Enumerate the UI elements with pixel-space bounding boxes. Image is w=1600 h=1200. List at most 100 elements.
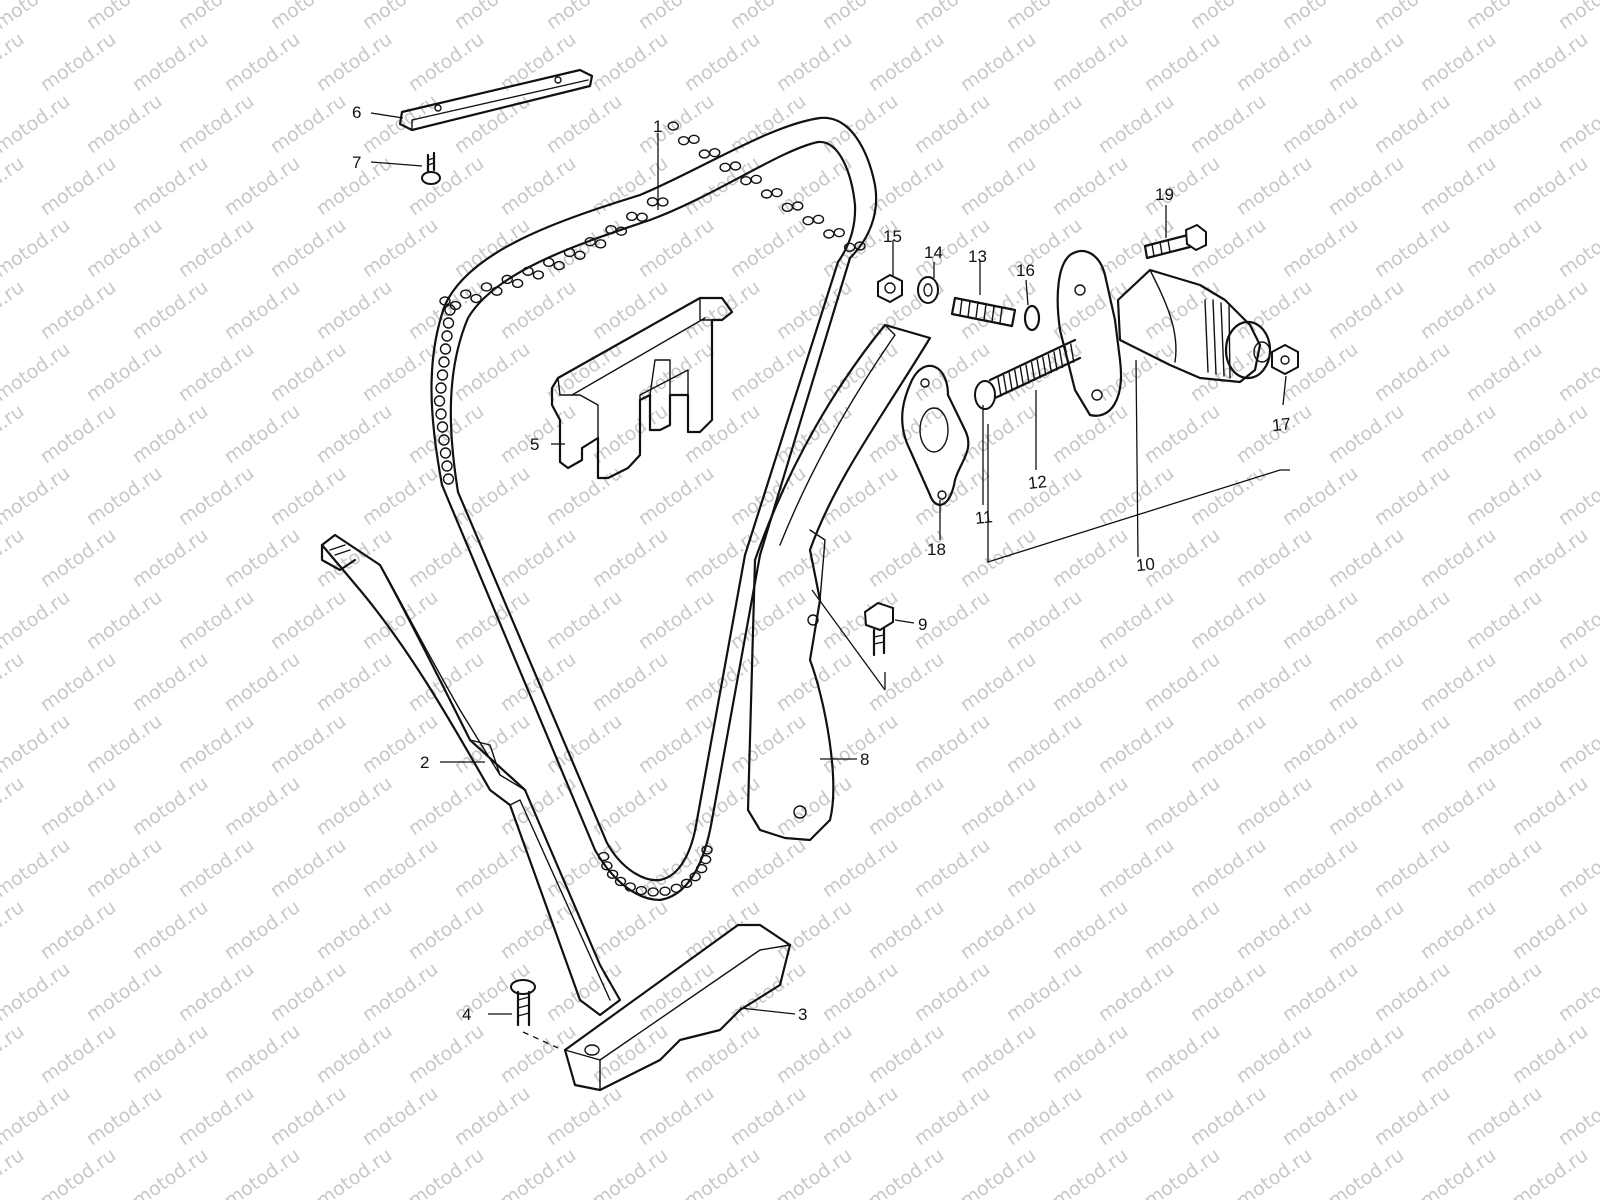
watermark-text: motod.ru xyxy=(772,1144,856,1200)
watermark-text: motod.ru xyxy=(82,214,166,282)
watermark-text: motod.ru xyxy=(1094,710,1178,778)
watermark-text: motod.ru xyxy=(174,462,258,530)
chain-link xyxy=(615,226,628,236)
watermark-text: motod.ru xyxy=(1416,896,1500,964)
watermark-text: motod.ru xyxy=(82,710,166,778)
watermark-text: motod.ru xyxy=(680,1144,764,1200)
watermark-text: motod.ru xyxy=(1278,834,1362,902)
watermark-text: motod.ru xyxy=(1554,214,1600,282)
chain-link xyxy=(439,296,451,306)
watermark-text: motod.ru xyxy=(220,524,304,592)
watermark-text: motod.ru xyxy=(1462,1082,1546,1150)
watermark-text: motod.ru xyxy=(220,896,304,964)
screw-7 xyxy=(421,151,441,185)
watermark-text: motod.ru xyxy=(266,90,350,158)
watermark-text: motod.ru xyxy=(174,90,258,158)
watermark-text: motod.ru xyxy=(818,958,902,1026)
watermark-text: motod.ru xyxy=(1416,524,1500,592)
screw-4 xyxy=(510,979,559,1049)
watermark-text: motod.ru xyxy=(1002,586,1086,654)
tensioner-assembly xyxy=(974,250,1299,563)
watermark-text: motod.ru xyxy=(1232,524,1316,592)
chain-link xyxy=(584,236,596,247)
callout-16: 16 xyxy=(1016,261,1035,280)
spring-coil xyxy=(1070,343,1075,363)
spring-coil xyxy=(1036,359,1041,379)
watermark-text: motod.ru xyxy=(0,462,74,530)
watermark-text: motod.ru xyxy=(1140,648,1224,716)
spring-coil xyxy=(1030,361,1036,382)
watermark-text: motod.ru xyxy=(1048,1020,1132,1088)
chain-link xyxy=(823,229,835,239)
watermark-text: motod.ru xyxy=(128,1144,212,1200)
chain-link xyxy=(606,869,619,879)
chain-link xyxy=(760,189,773,199)
watermark-text: motod.ru xyxy=(1508,772,1592,840)
watermark-text: motod.ru xyxy=(174,0,258,34)
watermark-text: motod.ru xyxy=(82,338,166,406)
watermark-text: motod.ru xyxy=(1140,152,1224,220)
chain-link xyxy=(480,282,493,292)
callout-11: 11 xyxy=(974,507,994,528)
watermark-text: motod.ru xyxy=(496,524,580,592)
watermark-text: motod.ru xyxy=(220,1144,304,1200)
leader-lines xyxy=(370,112,1287,1015)
watermark-text: motod.ru xyxy=(1278,710,1362,778)
chain-link xyxy=(695,863,708,874)
watermark-text: motod.ru xyxy=(1508,524,1592,592)
watermark-text: motod.ru xyxy=(1324,400,1408,468)
watermark-text: motod.ru xyxy=(174,214,258,282)
chain-link xyxy=(647,887,659,897)
watermark-text: motod.ru xyxy=(864,152,948,220)
watermark-text: motod.ru xyxy=(864,400,948,468)
watermark-text: motod.ru xyxy=(404,1020,488,1088)
callout-17: 17 xyxy=(1271,414,1292,435)
watermark-text: motod.ru xyxy=(1186,0,1270,34)
watermark-text: motod.ru xyxy=(82,958,166,1026)
chain-link xyxy=(646,197,659,207)
watermark-text: motod.ru xyxy=(1140,896,1224,964)
chain-link xyxy=(657,197,669,207)
watermark-text: motod.ru xyxy=(864,28,948,96)
watermark-text: motod.ru xyxy=(956,772,1040,840)
watermark-text: motod.ru xyxy=(588,648,672,716)
watermark-text: motod.ru xyxy=(726,214,810,282)
watermark-text: motod.ru xyxy=(0,0,74,34)
watermark-text: motod.ru xyxy=(1462,710,1546,778)
callout-13: 13 xyxy=(968,247,987,266)
watermark-text: motod.ru xyxy=(0,524,28,592)
watermark-text: motod.ru xyxy=(1462,90,1546,158)
watermark-text: motod.ru xyxy=(128,1020,212,1088)
chain-link xyxy=(442,473,455,485)
watermark-text: motod.ru xyxy=(1324,1020,1408,1088)
chain-link xyxy=(802,215,814,226)
watermark-text: motod.ru xyxy=(1324,772,1408,840)
callout-12: 12 xyxy=(1027,472,1048,493)
watermark-text: motod.ru xyxy=(864,772,948,840)
watermark-text: motod.ru xyxy=(128,524,212,592)
watermark-text: motod.ru xyxy=(956,1020,1040,1088)
chain-link xyxy=(729,161,742,171)
watermark-text: motod.ru xyxy=(634,1082,718,1150)
bolt-19 xyxy=(1143,223,1207,260)
watermark-text: motod.ru xyxy=(0,400,28,468)
watermark-text: motod.ru xyxy=(1554,338,1600,406)
spring-coil xyxy=(1002,374,1008,395)
watermark-text: motod.ru xyxy=(1140,276,1224,344)
chain-link xyxy=(470,293,482,304)
callout-14: 14 xyxy=(924,243,943,262)
chain-link xyxy=(854,241,866,251)
watermark-text: motod.ru xyxy=(726,338,810,406)
watermark-text: motod.ru xyxy=(0,338,74,406)
callout-labels: 6 7 1 5 2 3 4 8 9 10 11 12 13 14 15 16 1… xyxy=(352,103,1292,1024)
watermark-text: motod.ru xyxy=(174,338,258,406)
chain-link xyxy=(750,174,762,185)
watermark-text: motod.ru xyxy=(0,648,28,716)
chain-link xyxy=(601,861,613,871)
watermark-text: motod.ru xyxy=(818,338,902,406)
watermark-text: motod.ru xyxy=(1508,1144,1592,1200)
watermark-text: motod.ru xyxy=(588,896,672,964)
watermark-text: motod.ru xyxy=(1094,462,1178,530)
watermark-text: motod.ru xyxy=(588,400,672,468)
watermark-text: motod.ru xyxy=(220,772,304,840)
